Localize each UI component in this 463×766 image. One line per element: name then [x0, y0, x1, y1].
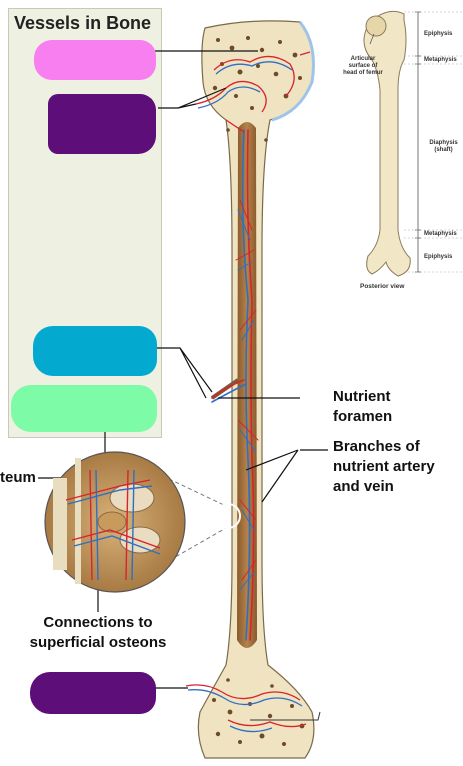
magnified-view — [44, 451, 186, 593]
branches-line-3: and vein — [333, 478, 394, 495]
branches-line-2: nutrient artery — [333, 458, 435, 475]
metaphysis-top-label: Metaphysis — [424, 57, 457, 63]
leader-lines — [38, 50, 328, 689]
magnification-target — [215, 503, 241, 529]
epiphyseal-vessels-bottom — [185, 684, 321, 733]
diagram-title: Vessels in Bone — [14, 13, 152, 33]
diaphysis-line-2: (shaft) — [434, 147, 453, 153]
diaphysis-line-1: Diaphysis — [429, 140, 458, 146]
purple-label-cover-top — [48, 94, 156, 154]
cyan-label-cover — [33, 326, 157, 376]
pink-label-cover — [34, 40, 156, 80]
articular-label: Articular surface of head of femur — [338, 56, 388, 77]
articular-line-2: surface of — [348, 63, 378, 69]
periosteum-label: teum — [0, 469, 36, 486]
connections-line-1: Connections to — [43, 614, 153, 631]
branches-label: Branches of nutrient artery and vein — [333, 437, 435, 497]
branches-line-1: Branches of — [333, 438, 420, 455]
diaphysis-label: Diaphysis (shaft) — [424, 140, 463, 154]
green-label-cover — [11, 385, 157, 432]
posterior-view-label: Posterior view — [360, 283, 405, 290]
nutrient-foramen-line-1: Nutrient — [333, 388, 391, 405]
nutrient-foramen-line-2: foramen — [333, 408, 393, 425]
femur-inset — [363, 10, 463, 277]
purple-label-cover-bottom — [30, 672, 156, 714]
articular-line-3: head of femur — [343, 70, 383, 76]
epiphyseal-vessels-top — [195, 51, 311, 133]
articular-line-1: Articular — [350, 56, 376, 62]
epiphysis-top-label: Epiphysis — [424, 31, 453, 37]
connections-line-2: superficial osteons — [29, 634, 167, 651]
epiphysis-bottom-label: Epiphysis — [424, 254, 453, 260]
shaft-vessels — [211, 129, 259, 641]
nutrient-foramen-label: Nutrient foramen — [333, 387, 392, 427]
connections-label: Connections to superficial osteons — [28, 613, 168, 653]
metaphysis-bottom-label: Metaphysis — [424, 231, 457, 237]
marrow-cavity — [237, 122, 257, 648]
